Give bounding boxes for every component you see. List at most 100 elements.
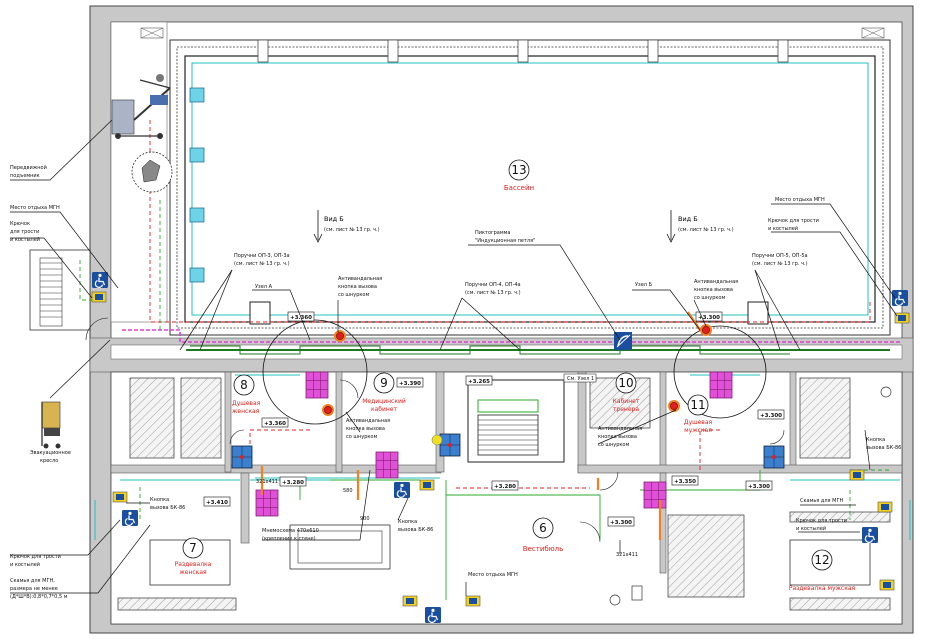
svg-text:кнопка вызова: кнопка вызова — [694, 287, 733, 293]
wheelchair-icon — [861, 526, 879, 544]
annotations: Передвижной подъемник Место отдыха МГН К… — [10, 164, 901, 600]
room-7: 7 Раздевалка женская — [175, 537, 212, 576]
svg-text:Вид Б: Вид Б — [324, 215, 344, 223]
svg-text:Узел А: Узел А — [255, 284, 273, 290]
svg-text:580: 580 — [343, 488, 353, 494]
svg-text:Вид Б: Вид Б — [678, 215, 698, 223]
svg-text:Место отдыха МГН: Место отдыха МГН — [775, 197, 825, 203]
svg-text:и костылей: и костылей — [10, 561, 40, 568]
svg-text:6: 6 — [539, 521, 547, 535]
svg-text:со шнурком: со шнурком — [694, 295, 725, 301]
svg-text:Антивандальная: Антивандальная — [346, 418, 390, 424]
svg-text:вызова БК-86: вызова БК-86 — [150, 505, 185, 511]
wheelchair-icon — [91, 271, 109, 289]
room-6: 6 Вестибюль — [523, 517, 563, 553]
svg-text:мужская: мужская — [684, 427, 712, 434]
svg-text:+3.280: +3.280 — [494, 484, 516, 490]
svg-text:Поручни ОП-3, ОП-3а: Поручни ОП-3, ОП-3а — [234, 253, 290, 259]
left-staircase — [29, 249, 91, 331]
sink-icon — [880, 386, 892, 398]
tactile-sign-icon — [879, 579, 895, 591]
svg-text:Передвижной: Передвижной — [10, 164, 47, 171]
svg-text:Кабинет: Кабинет — [613, 398, 640, 405]
svg-text:Скамья для МГН,: Скамья для МГН, — [10, 578, 55, 584]
svg-text:11: 11 — [690, 398, 705, 412]
svg-text:321x411: 321x411 — [616, 552, 638, 558]
svg-text:Медицинский: Медицинский — [362, 398, 406, 405]
tactile-sign-icon — [402, 595, 418, 607]
room-12: 12 Раздевалка мужская — [789, 549, 856, 592]
svg-text:Антивандальная: Антивандальная — [598, 426, 642, 432]
hatched-lift-shaft — [667, 514, 745, 598]
svg-text:кнопка вызова: кнопка вызова — [346, 426, 385, 432]
wheelchair-icon — [121, 509, 139, 527]
wheelchair-icon — [424, 606, 442, 624]
svg-text:Крючок для трости: Крючок для трости — [768, 218, 819, 224]
svg-text:12: 12 — [814, 553, 829, 567]
svg-text:и костылей: и костылей — [796, 525, 826, 532]
induction-loop-icon — [614, 332, 632, 350]
alarm-button-icon — [333, 329, 347, 343]
evacuation-chair-icon — [41, 401, 61, 449]
svg-text:со шнурком: со шнурком — [598, 442, 629, 448]
svg-text:кнопка вызова: кнопка вызова — [598, 434, 637, 440]
mobile-lift-icon — [111, 74, 173, 193]
room-10: 10 Кабинет тренера — [613, 372, 640, 413]
svg-text:и костылей: и костылей — [768, 225, 798, 232]
svg-text:9: 9 — [380, 376, 388, 390]
tactile-block — [643, 481, 667, 509]
alarm-button-icon — [321, 403, 335, 417]
svg-text:+3.265: +3.265 — [468, 379, 490, 385]
hatched-stall — [799, 377, 851, 459]
svg-text:женская: женская — [232, 408, 260, 415]
svg-text:Поручни ОП-4, ОП-4а: Поручни ОП-4, ОП-4а — [465, 282, 521, 288]
svg-text:кнопка вызова: кнопка вызова — [338, 284, 377, 290]
door-block — [439, 433, 461, 457]
hatched-stall — [129, 377, 175, 459]
svg-text:Скамья для МГН: Скамья для МГН — [800, 498, 844, 504]
svg-text:Кнопка: Кнопка — [398, 519, 417, 525]
svg-text:Вестибюль: Вестибюль — [523, 545, 563, 553]
tactile-block — [375, 451, 399, 479]
pool-area — [169, 39, 891, 336]
svg-text:Место отдыха МГН: Место отдыха МГН — [10, 205, 60, 211]
svg-text:Мнемосхема 470х610: Мнемосхема 470х610 — [262, 528, 319, 534]
svg-text:Душевая: Душевая — [232, 400, 261, 407]
node-b-circle — [673, 325, 767, 419]
tactile-sign-icon — [465, 595, 481, 607]
svg-text:Кнопка: Кнопка — [150, 497, 169, 503]
svg-text:Пиктограмма: Пиктограмма — [475, 230, 510, 236]
light-marker — [431, 434, 443, 446]
room-13: 13 Бассейн — [504, 159, 534, 192]
tactile-block — [255, 489, 279, 517]
svg-text:+3.390: +3.390 — [399, 381, 421, 387]
svg-text:вызова БК-86: вызова БК-86 — [866, 445, 901, 451]
svg-text:+3.280: +3.280 — [282, 480, 304, 486]
door-block — [231, 445, 253, 469]
hatched-bench — [789, 511, 891, 523]
svg-text:Эвакуационное: Эвакуационное — [30, 450, 71, 456]
svg-text:+3.300: +3.300 — [760, 413, 782, 419]
svg-text:+3.300: +3.300 — [748, 484, 770, 490]
svg-text:со шнурком: со шнурком — [338, 292, 369, 298]
door-block — [763, 445, 785, 469]
svg-text:подъемник: подъемник — [10, 173, 40, 179]
room-11: 11 Душевая мужская — [684, 394, 713, 434]
wheelchair-icon — [891, 289, 909, 307]
tactile-block — [709, 371, 733, 399]
svg-text:Раздевалка: Раздевалка — [175, 561, 212, 568]
svg-text:размера не менее: размера не менее — [10, 586, 58, 592]
door-swings — [85, 317, 785, 543]
hatched-bench — [789, 597, 891, 611]
svg-text:кресло: кресло — [40, 458, 58, 464]
svg-text:Антивандальная: Антивандальная — [338, 276, 382, 282]
tactile-sign-icon — [419, 479, 435, 491]
svg-text:(см. лист № 13 гр. ч.): (см. лист № 13 гр. ч.) — [678, 227, 734, 233]
svg-text:321x411: 321x411 — [256, 479, 278, 485]
svg-text:(см. лист № 13 гр. ч.): (см. лист № 13 гр. ч.) — [465, 290, 521, 296]
sink-icon — [609, 594, 621, 606]
view-label-left: Вид Б (см. лист № 13 гр. ч.) — [313, 210, 380, 243]
tactile-sign-icon — [849, 469, 865, 481]
svg-text:Душевая: Душевая — [684, 419, 713, 426]
